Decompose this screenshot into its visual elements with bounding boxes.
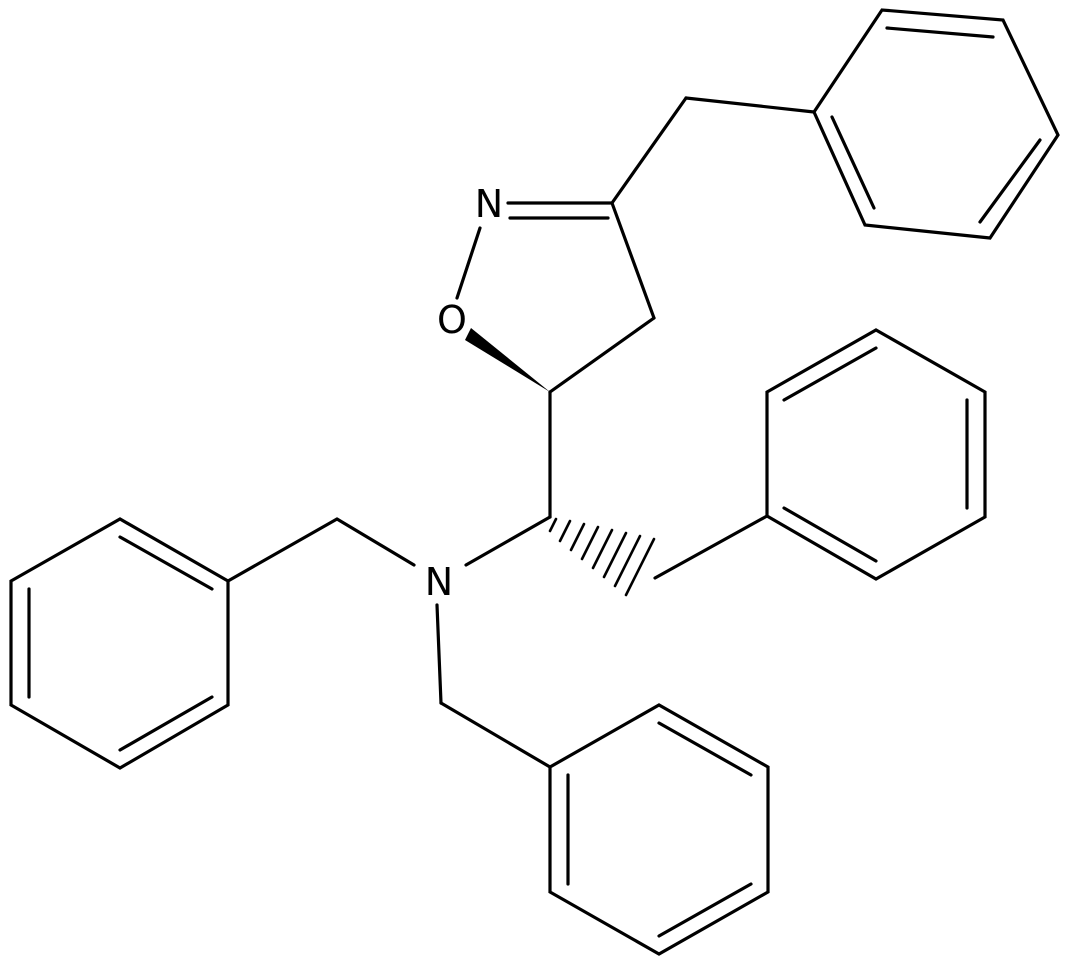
phenyl-top-inner-2 [978, 138, 1042, 224]
isoxazoline-ring [455, 201, 656, 394]
bond-ch2-ring-left [226, 517, 339, 583]
atom-N-amine: N [425, 560, 453, 604]
wedge-bond-c5-o [465, 328, 550, 392]
atom-N-ring: N [475, 182, 503, 226]
hashed-bond-ch-ch2 [548, 517, 656, 597]
bond-ch-n [464, 515, 552, 567]
phenyl-bottom-inner-2 [657, 882, 753, 938]
bond-c3-ch2 [610, 96, 688, 205]
benzyl-left [9, 517, 339, 770]
bond-ch2-ring [684, 96, 816, 114]
benzyl-right [653, 328, 987, 581]
bond-ch2-ring-right [653, 514, 769, 580]
atom-O-ring: O [437, 298, 467, 342]
phenyl-right-inner-1 [782, 346, 878, 402]
benzyl-bottom [439, 701, 770, 956]
phenyl-ring-right [765, 328, 987, 581]
phenyl-top-inner-3 [830, 115, 876, 210]
atom-label-n-ring: N [475, 182, 503, 226]
bond-c4-c5 [548, 316, 656, 394]
bond-n-o [455, 226, 482, 300]
bond-n-ch2-bottom [435, 603, 443, 705]
phenyl-left-inner-3 [118, 695, 214, 752]
benzyl-c3 [610, 8, 1060, 240]
phenyl-ring-top [812, 8, 1060, 240]
phenyl-ring-left [9, 517, 230, 770]
phenyl-bottom-inner-1 [657, 721, 753, 777]
atom-label-o-ring: O [437, 298, 467, 342]
phenyl-top-inner-1 [885, 26, 995, 39]
bond-n-ch2-left [335, 517, 416, 567]
bond-c3-c4 [610, 201, 656, 320]
phenyl-ring-bottom [548, 703, 770, 956]
atom-label-n-amine: N [425, 560, 453, 604]
phenyl-left-inner-1 [118, 535, 214, 591]
phenyl-right-inner-3 [782, 506, 878, 563]
bond-ch2-ring-bottom [439, 701, 552, 769]
